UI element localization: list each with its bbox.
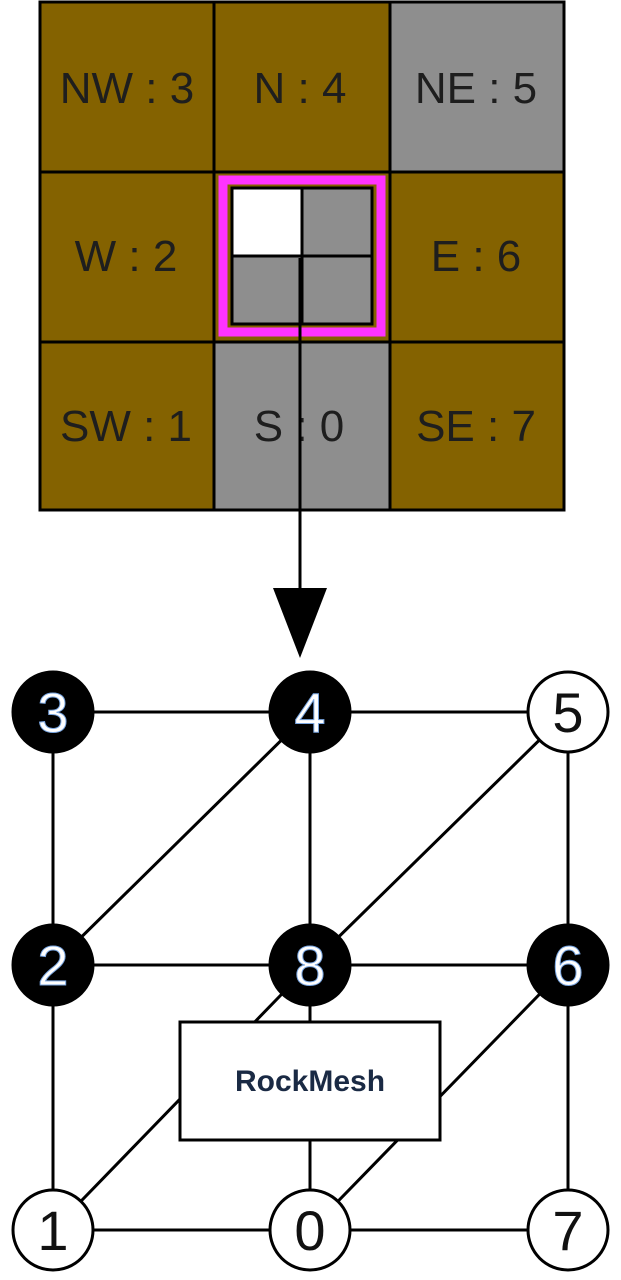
rockmesh-box: RockMesh [178,1020,442,1142]
mesh-node-label: 8 [294,934,325,997]
mesh-node-circle [11,923,95,1007]
grid-border [38,0,566,512]
mesh-node-label: 2 [37,934,68,997]
mesh-node-circle [526,1188,610,1272]
mesh-node-0: 0 [268,1188,352,1272]
cell-label-nw: NW : 3 [60,64,194,113]
mesh-node-label: 7 [552,1199,583,1262]
mesh-node-7: 7 [526,1188,610,1272]
mesh-node-label: 4 [294,681,325,744]
cell-ne [390,2,564,172]
grid-lines [38,0,566,512]
mesh-node-label: 3 [37,681,68,744]
cell-label-w: W : 2 [75,232,178,281]
cell-label-se: SE : 7 [416,402,536,451]
mesh-node-1: 1 [11,1188,95,1272]
center-subcell-border [230,186,374,326]
mesh-node-label: 1 [37,1199,68,1262]
center-subcell-se [302,256,372,324]
mesh-node-4: 4 [268,670,352,754]
mesh-node-circle [11,1188,95,1272]
connector-arrow [273,258,327,658]
mesh-node-6: 6 [526,923,610,1007]
mesh-node-circle [526,923,610,1007]
rockmesh-box-frame [178,1020,442,1142]
mesh: RockMesh 3 4 5 2 8 6 1 0 7 [11,670,610,1272]
cell-n [214,2,390,172]
center-subcell-ne [302,188,372,256]
mesh-node-circle [268,670,352,754]
mesh-node-2: 2 [11,923,95,1007]
mesh-node-8: 8 [268,923,352,1007]
cell-label-n: N : 4 [254,64,347,113]
neighbour-grid: NW : 3 N : 4 NE : 5 W : 2 E : 6 SW : 1 S… [38,0,566,512]
cell-label-e: E : 6 [431,232,522,281]
center-subcell-sw [232,256,302,324]
cell-s [214,342,390,510]
mesh-node-circle [268,1188,352,1272]
cell-label-ne: NE : 5 [415,64,537,113]
cell-sw [40,342,214,510]
mesh-node-circle [526,670,610,754]
rockmesh-label: RockMesh [235,1065,385,1098]
mesh-edge-8-5 [308,710,570,967]
mesh-node-label: 6 [552,934,583,997]
cell-nw [40,2,214,172]
center-subcell-nw [232,188,302,256]
cell-se [390,342,564,510]
cell-e [390,172,564,342]
mesh-node-3: 3 [11,670,95,754]
mesh-node-5: 5 [526,670,610,754]
cell-w [40,172,214,342]
cell-label-sw: SW : 1 [60,402,192,451]
mesh-node-label: 5 [552,681,583,744]
mesh-nodes: 3 4 5 2 8 6 1 0 7 [11,670,610,1272]
mesh-node-label: 0 [294,1199,325,1262]
mesh-node-circle [11,670,95,754]
mesh-edge-2-4 [51,710,312,967]
mesh-node-circle [268,923,352,1007]
center-highlight [218,175,386,337]
arrow-head-icon [273,588,327,658]
